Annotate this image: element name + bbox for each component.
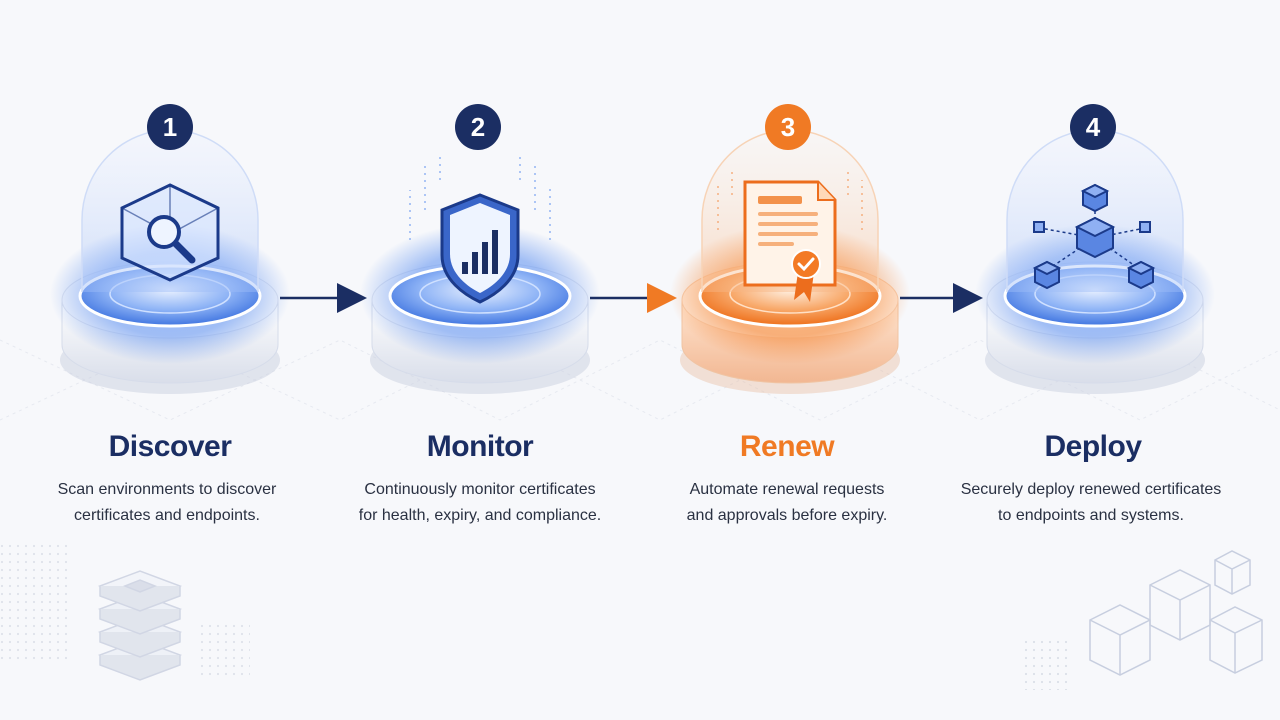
- step-3-description: Automate renewal requests and approvals …: [637, 477, 937, 529]
- step-2-title: Monitor: [426, 430, 534, 463]
- step-2-number-badge: 2: [455, 104, 501, 150]
- step-3-description-line-2: and approvals before expiry.: [686, 507, 888, 524]
- step-4-number-badge: 4: [1070, 104, 1116, 150]
- platform-deploy: [975, 129, 1215, 394]
- step-2-description-line-1: Continuously monitor certificates: [364, 481, 596, 498]
- platform-renew: [670, 129, 910, 394]
- platform-monitor: [360, 155, 600, 394]
- step-3-title: Renew: [739, 430, 835, 463]
- step-3-description-line-1: Automate renewal requests: [689, 481, 885, 498]
- step-1-description-line-1: Scan environments to discover: [57, 481, 277, 498]
- step-4-title: Deploy: [1044, 430, 1142, 463]
- shield-chart-icon: [440, 193, 520, 304]
- certificate-ribbon-icon: [743, 180, 837, 302]
- step-1-description: Scan environments to discover certificat…: [17, 477, 317, 529]
- step-4-description-line-2: to endpoints and systems.: [998, 507, 1184, 524]
- step-1-number-badge: 1: [147, 104, 193, 150]
- network-cubes-icon: [1032, 183, 1156, 290]
- step-2-description: Continuously monitor certificates for he…: [330, 477, 630, 529]
- step-4-description-line-1: Securely deploy renewed certificates: [960, 481, 1222, 498]
- step-2-description-line-2: for health, expiry, and compliance.: [358, 507, 602, 524]
- cube-magnifier-icon: [120, 183, 220, 282]
- step-1-title: Discover: [108, 430, 232, 463]
- wireframe-cubes-decoration: [1020, 550, 1263, 690]
- step-4-description: Securely deploy renewed certificates to …: [941, 477, 1241, 529]
- platform-discover: [50, 129, 290, 394]
- step-3-number-badge: 3: [765, 104, 811, 150]
- server-stack-decoration: [0, 540, 250, 681]
- step-1-description-line-2: certificates and endpoints.: [74, 507, 260, 524]
